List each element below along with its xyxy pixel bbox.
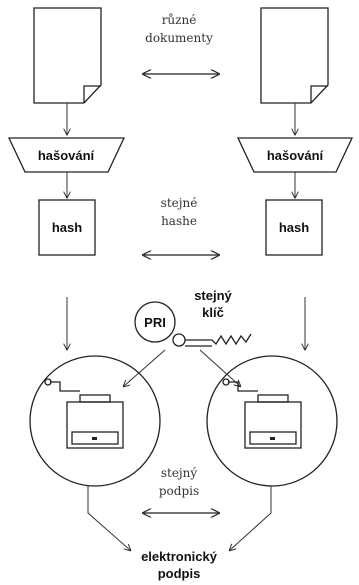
signing-machine-icon	[206, 355, 338, 487]
signing-machine-icon	[29, 355, 161, 487]
hash-label-left: hash	[52, 220, 82, 235]
key-icon: PRI	[134, 301, 252, 347]
hash-box-icon: hash	[38, 199, 96, 256]
same-sig-label-1: stejný	[161, 466, 198, 480]
same-hash-label-1: stejné	[161, 196, 198, 210]
same-key-label-2: klíč	[202, 305, 224, 320]
hashing-label-left: hašování	[38, 148, 95, 163]
signature-arrow-right-icon	[230, 486, 272, 550]
signature-arrow-left-icon	[87, 486, 130, 550]
key-arrow-left-icon	[124, 349, 166, 386]
same-hash-label-2: hashe	[161, 214, 197, 228]
hash-label-right: hash	[279, 220, 309, 235]
document-icon	[260, 7, 329, 104]
key-arrow-right-icon	[199, 349, 240, 386]
hashing-funnel-icon: hašování	[7, 137, 126, 173]
same-key-label-1: stejný	[194, 288, 232, 303]
hashing-funnel-icon: hašování	[236, 137, 354, 173]
same-sig-label-2: podpis	[159, 484, 199, 498]
hashing-label-right: hašování	[267, 148, 324, 163]
different-docs-label-2: dokumenty	[145, 31, 213, 45]
hash-box-icon: hash	[265, 199, 323, 256]
different-docs-label-1: různé	[162, 12, 197, 27]
document-icon	[33, 7, 102, 104]
esig-label-1: elektronický	[141, 549, 218, 564]
private-key-label: PRI	[144, 315, 166, 330]
esig-label-2: podpis	[158, 566, 201, 581]
